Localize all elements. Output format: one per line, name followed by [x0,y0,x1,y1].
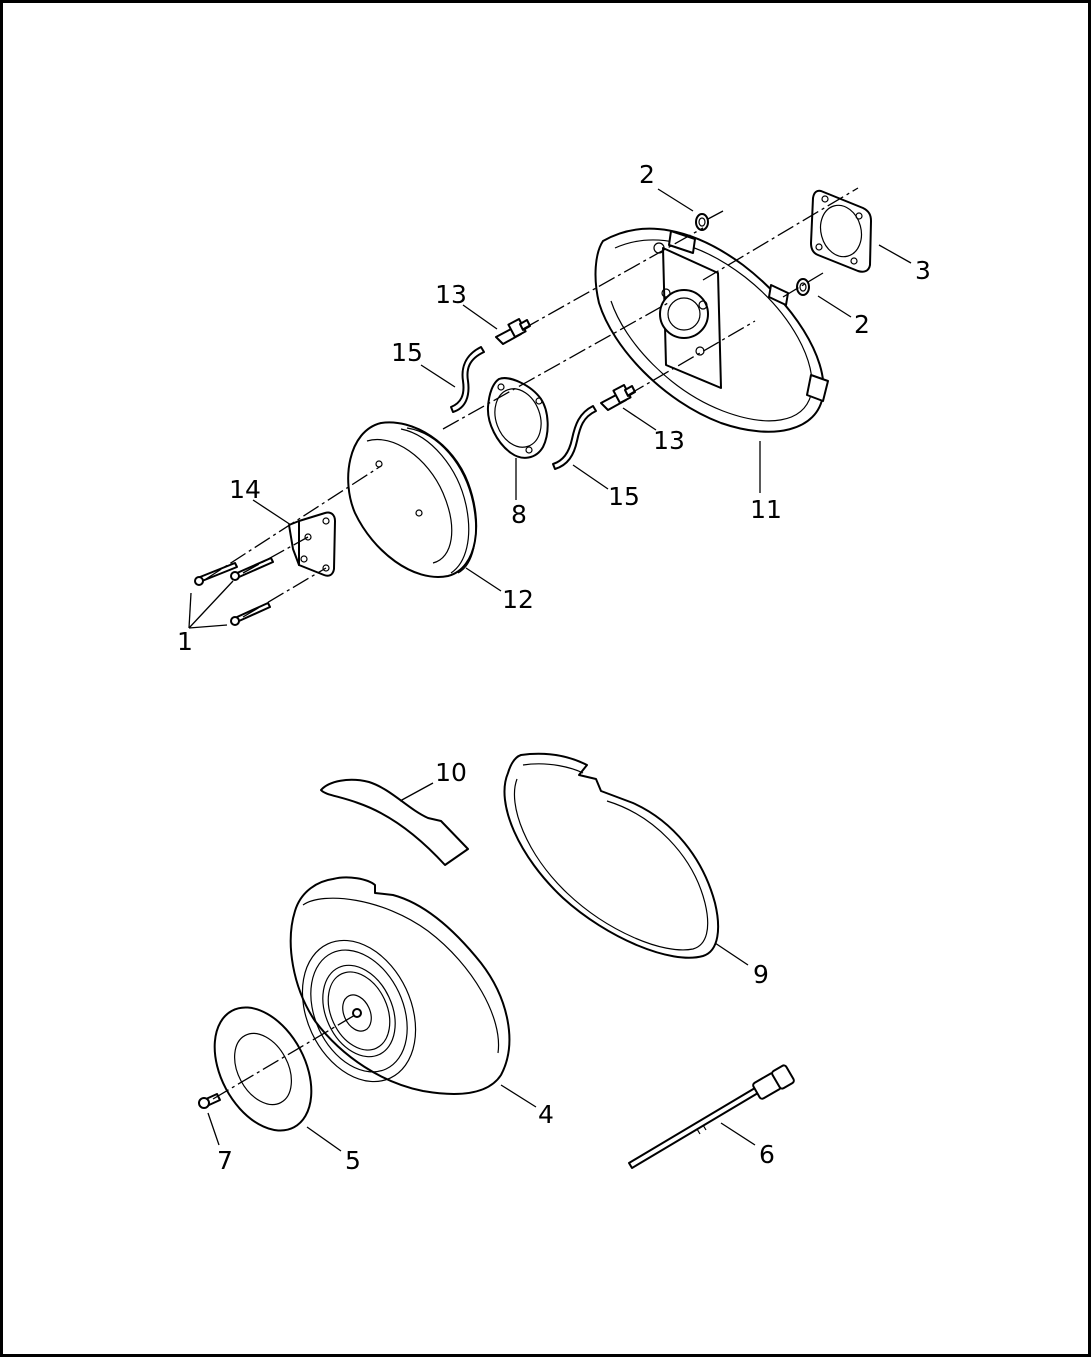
callout-10: 10 [435,758,467,787]
callout-14: 14 [229,475,261,504]
air-cleaner-cover-part [289,876,511,1095]
callout-11: 11 [750,495,782,524]
bracket-part [288,511,336,577]
callout-8: 8 [511,500,527,529]
breather-hose-lower-part [552,405,597,470]
callout-2-upper: 2 [639,160,655,189]
o-ring-lower-part [796,278,810,296]
exploded-parts-diagram: 2 3 2 13 15 13 8 15 11 14 12 1 10 9 4 5 … [177,160,931,1175]
callout-13-lower: 13 [653,426,685,455]
callout-12: 12 [502,585,534,614]
cable-part [628,1064,795,1169]
breather-hose-upper-part [450,346,485,413]
callout-15-lower: 15 [608,482,640,511]
callout-2-lower: 2 [854,310,870,339]
screw-3-part [230,602,271,626]
gasket-part [810,189,872,273]
o-ring-upper-part [695,213,709,231]
filter-element-part [347,421,478,578]
trim-ring-part [503,752,720,959]
breather-fitting-upper-part [495,318,531,345]
callout-9: 9 [753,960,769,989]
callout-1: 1 [177,627,193,656]
callout-15-upper: 15 [391,338,423,367]
callout-13-upper: 13 [435,280,467,309]
callout-6: 6 [759,1140,775,1169]
callout-labels: 2 3 2 13 15 13 8 15 11 14 12 1 10 9 4 5 … [177,160,931,1175]
backplate-part [594,227,829,433]
callout-5: 5 [345,1146,361,1175]
callout-4: 4 [538,1100,554,1129]
filter-gasket-part [486,377,549,459]
callout-7: 7 [217,1146,233,1175]
breather-fitting-lower-part [600,384,636,411]
cover-insert-part [320,778,469,866]
screw-2-part [230,557,274,581]
callout-3: 3 [915,256,931,285]
medallion-screw-part [198,1093,221,1109]
centerlines-upper [205,187,859,618]
centerlines-lower [212,1014,356,1100]
leader-lines [188,188,912,1152]
